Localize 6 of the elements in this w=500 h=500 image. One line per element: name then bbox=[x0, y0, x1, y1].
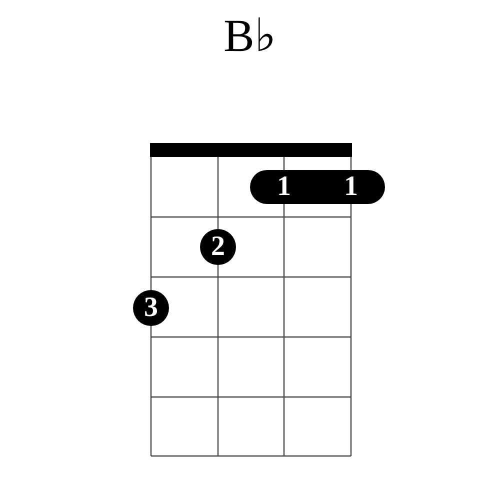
chord-title: B♭ bbox=[222, 10, 278, 62]
finger-dot: 3 bbox=[133, 290, 169, 326]
barre-marker bbox=[250, 170, 385, 204]
finger-dot: 2 bbox=[200, 229, 236, 265]
finger-number: 1 bbox=[343, 170, 359, 204]
finger-number: 1 bbox=[276, 170, 292, 204]
